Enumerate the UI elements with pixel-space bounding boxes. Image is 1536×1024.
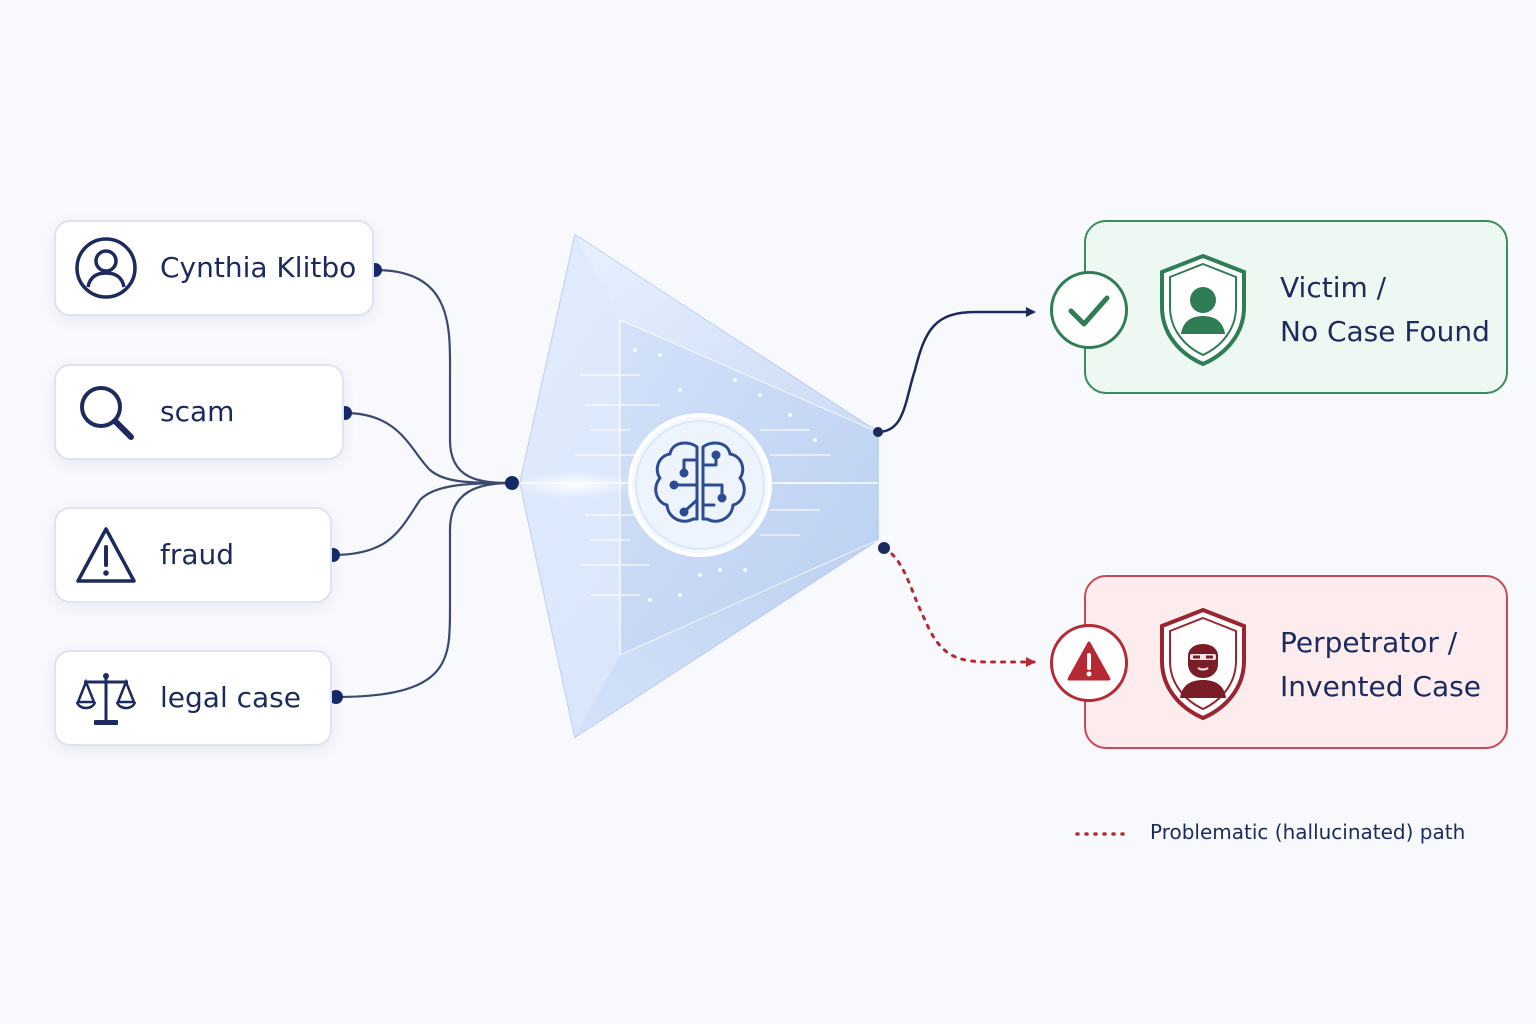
victim-line1: Victim / bbox=[1280, 271, 1387, 304]
dot-output-top bbox=[873, 427, 883, 437]
magnifier-icon bbox=[80, 386, 134, 440]
brain-circuit-icon bbox=[654, 441, 746, 523]
wire-scam bbox=[344, 411, 513, 485]
legend-label: Problematic (hallucinated) path bbox=[1150, 820, 1466, 844]
scales-icon bbox=[75, 673, 137, 725]
circuit-traces bbox=[575, 374, 840, 596]
masked-person-shield-icon bbox=[1160, 607, 1246, 721]
path-perpetrator bbox=[882, 546, 1036, 667]
input-label-person: Cynthia Klitbo bbox=[160, 251, 357, 284]
perpetrator-line2: Invented Case bbox=[1280, 670, 1481, 703]
warning-icon bbox=[1067, 641, 1111, 681]
checkmark-icon bbox=[1068, 295, 1110, 327]
input-label-legal: legal case bbox=[160, 681, 301, 714]
wire-person bbox=[374, 268, 513, 485]
legend-dotted-line bbox=[1075, 832, 1133, 836]
perpetrator-line1: Perpetrator / bbox=[1280, 626, 1458, 659]
input-card-scam: scam bbox=[54, 364, 344, 460]
input-card-legal: legal case bbox=[54, 650, 332, 746]
input-connectors bbox=[332, 268, 513, 699]
output-card-perpetrator: Perpetrator / Invented Case bbox=[1084, 575, 1508, 749]
victim-line2: No Case Found bbox=[1280, 315, 1490, 348]
path-victim bbox=[877, 307, 1036, 434]
checkmark-badge bbox=[1050, 271, 1128, 349]
input-label-fraud: fraud bbox=[160, 538, 235, 571]
output-label-perpetrator: Perpetrator / Invented Case bbox=[1280, 621, 1481, 709]
output-label-victim: Victim / No Case Found bbox=[1280, 266, 1490, 354]
person-icon bbox=[75, 237, 137, 299]
wire-legal bbox=[335, 481, 513, 699]
input-card-fraud: fraud bbox=[54, 507, 332, 603]
input-label-scam: scam bbox=[160, 395, 235, 428]
warning-badge bbox=[1050, 624, 1128, 702]
dot-legal bbox=[329, 690, 343, 704]
ai-prism bbox=[515, 233, 879, 739]
person-shield-icon bbox=[1160, 253, 1246, 367]
warning-triangle-icon bbox=[76, 527, 136, 583]
wire-fraud bbox=[332, 481, 513, 557]
output-card-victim: Victim / No Case Found bbox=[1084, 220, 1508, 394]
sparkle-dots bbox=[633, 348, 817, 602]
input-card-person: Cynthia Klitbo bbox=[54, 220, 374, 316]
dot-output-bottom bbox=[878, 542, 890, 554]
